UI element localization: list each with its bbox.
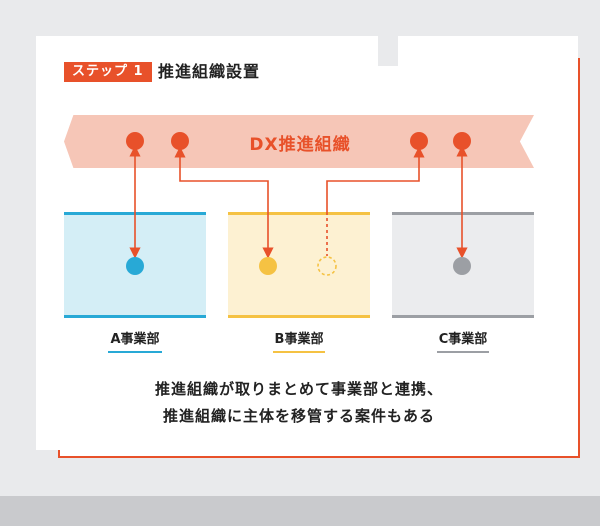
dx-node-3 [410, 132, 428, 150]
department-b-transfer-node [317, 256, 337, 276]
department-c-node [453, 257, 471, 275]
bottom-band [0, 496, 600, 526]
connector-b [174, 146, 274, 259]
step-title: 推進組織設置 [158, 62, 261, 81]
department-c-text: C事業部 [436, 328, 490, 353]
department-a-text: A事業部 [108, 328, 162, 353]
dx-node-4 [453, 132, 471, 150]
dx-node-1 [126, 132, 144, 150]
step-badge: ステップ 1 [64, 62, 152, 82]
dx-org-label: DX推進組織 [249, 135, 351, 155]
department-a-node [126, 257, 144, 275]
dx-node-2 [171, 132, 189, 150]
card-notch [378, 36, 398, 66]
caption-line-1: 推進組織が取りまとめて事業部と連携、 [154, 380, 443, 398]
connector-b-transfer-solid [326, 146, 425, 212]
department-b-node [259, 257, 277, 275]
caption-line-2: 推進組織に主体を移管する案件もある [162, 407, 435, 425]
caption: 推進組織が取りまとめて事業部と連携、 推進組織に主体を移管する案件もある [64, 376, 534, 430]
department-b-text: B事業部 [272, 328, 326, 353]
department-b-label: B事業部 [228, 328, 370, 353]
department-a-label: A事業部 [64, 328, 206, 353]
department-c-label: C事業部 [392, 328, 534, 353]
